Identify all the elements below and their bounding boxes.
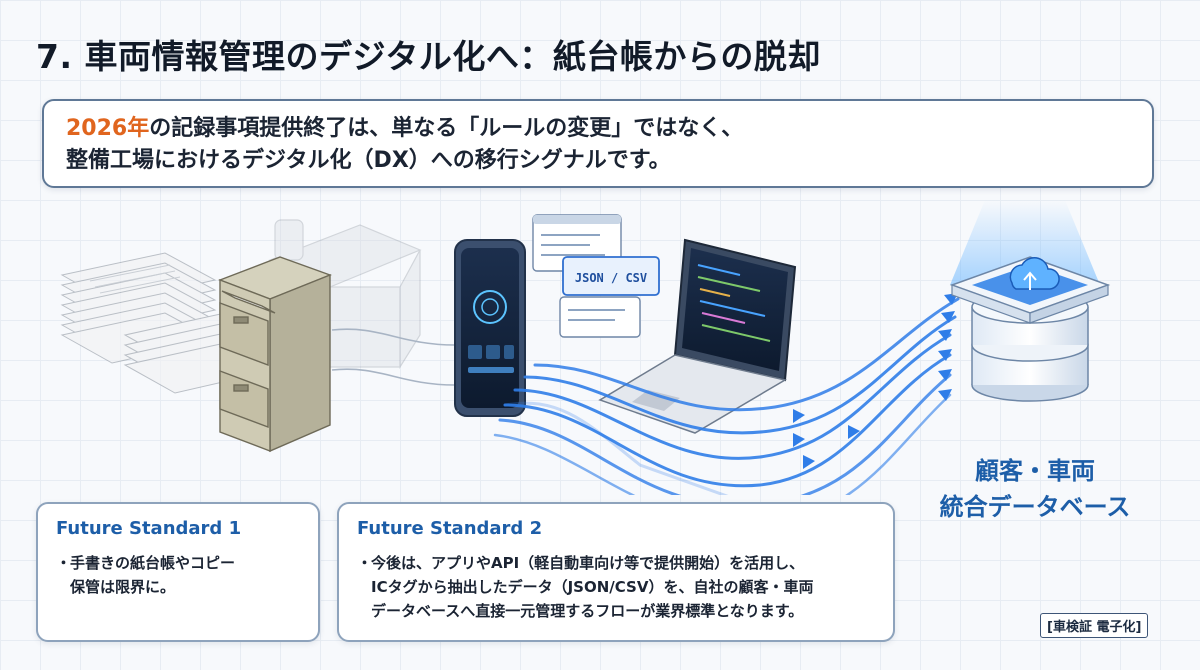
- e-inspection-certificate-tag: [車検証 電子化]: [1040, 613, 1149, 638]
- card-1-line-2: 保管は限界に。: [70, 578, 176, 596]
- intro-line-2: 整備工場におけるデジタル化（DX）への移行シグナルです。: [66, 148, 671, 173]
- card-2-line-2: ICタグから抽出したデータ（JSON/CSV）を、自社の顧客・車両: [371, 578, 814, 596]
- card-1-line-1: 手書きの紙台帳やコピー: [70, 554, 236, 572]
- card-1-heading: Future Standard 1: [56, 518, 242, 539]
- card-1-bullet: ・: [56, 554, 72, 572]
- filing-cabinet: [218, 256, 332, 453]
- intro-year-highlight: 2026年: [66, 116, 150, 141]
- intro-callout: 2026年の記録事項提供終了は、単なる「ルールの変更」ではなく、 整備工場におけ…: [42, 99, 1154, 188]
- laptop: [598, 238, 797, 434]
- data-flow-arrows: [493, 297, 960, 495]
- database-label: 顧客・車両 統合データベース: [905, 453, 1165, 525]
- card-2-bullet: ・: [357, 554, 373, 572]
- code-windows: [532, 214, 660, 338]
- database-label-line-2: 統合データベース: [939, 493, 1131, 521]
- future-standard-card-2: Future Standard 2 ・ 今後は、アプリやAPI（軽自動車向け等で…: [337, 502, 895, 642]
- smartphone: [454, 239, 526, 417]
- card-2-line-3: データベースへ直接一元管理するフローが業界標準となります。: [371, 602, 804, 620]
- card-2-line-1: 今後は、アプリやAPI（軽自動車向け等で提供開始）を活用し、: [371, 554, 805, 572]
- office-desk: [268, 219, 422, 370]
- flow-arrowheads: [793, 293, 958, 469]
- intro-line-1-text: の記録事項提供終了は、単なる「ルールの変更」ではなく、: [149, 116, 744, 141]
- json-csv-badge: JSON / CSV: [575, 271, 647, 285]
- database-label-line-1: 顧客・車両: [975, 457, 1095, 485]
- intro-line-1: 2026年の記録事項提供終了は、単なる「ルールの変更」ではなく、: [66, 113, 1130, 145]
- future-standard-card-1: Future Standard 1 ・ 手書きの紙台帳やコピー 保管は限界に。: [36, 502, 320, 642]
- card-2-heading: Future Standard 2: [357, 518, 543, 539]
- database-icon: [949, 200, 1111, 402]
- digitalization-illustration: JSON / CSV: [60, 200, 1111, 495]
- page-title: 7. 車両情報管理のデジタル化へ：紙台帳からの脱却: [36, 37, 821, 76]
